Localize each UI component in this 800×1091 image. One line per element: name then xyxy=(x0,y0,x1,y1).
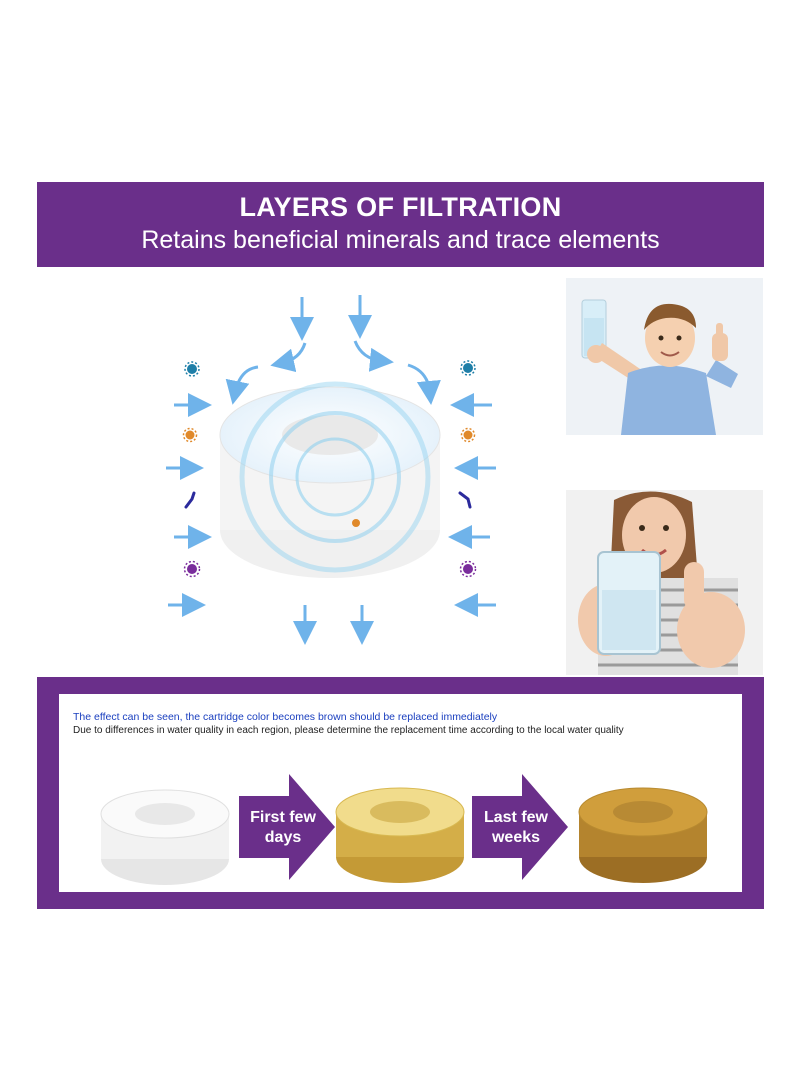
germ-icon xyxy=(459,560,477,578)
particle-icon xyxy=(458,491,472,509)
bacteria-icon xyxy=(460,427,476,443)
stage-arrow-last-few-weeks: Last few weeks xyxy=(472,774,576,880)
filtration-diagram-graphic xyxy=(166,295,496,645)
boy-holding-water-photo xyxy=(566,278,763,435)
filtration-diagram xyxy=(150,285,510,655)
water-quality-notice: Due to differences in water quality in e… xyxy=(73,725,624,736)
banner-subtitle: Retains beneficial minerals and trace el… xyxy=(141,226,660,254)
stage-label-last-few-weeks: Last few weeks xyxy=(483,809,548,846)
new-cartridge-image xyxy=(99,789,231,889)
bacteria-icon xyxy=(182,427,198,443)
germ-icon xyxy=(183,560,201,578)
water-flow-arrow-icon xyxy=(166,393,212,617)
used-cartridge-image xyxy=(334,787,466,887)
germ-icon xyxy=(460,360,476,376)
replacement-notice: The effect can be seen, the cartridge co… xyxy=(73,711,498,723)
water-flow-arrow-icon xyxy=(225,295,441,405)
stage-label-first-few-days: First few days xyxy=(250,809,316,846)
banner-title: LAYERS OF FILTRATION xyxy=(239,192,562,222)
replacement-guide-content: The effect can be seen, the cartridge co… xyxy=(59,694,742,892)
water-flow-arrow-icon xyxy=(293,605,374,645)
stage-arrow-first-few-days: First few days xyxy=(239,774,343,880)
particle-icon xyxy=(184,491,196,509)
filter-cartridge-illustration xyxy=(219,381,441,578)
germ-icon xyxy=(184,361,200,377)
replacement-guide-panel: The effect can be seen, the cartridge co… xyxy=(37,677,764,909)
water-flow-arrow-icon xyxy=(448,393,496,617)
old-cartridge-image xyxy=(577,787,709,887)
woman-holding-water-photo xyxy=(566,490,763,675)
header-banner: LAYERS OF FILTRATION Retains beneficial … xyxy=(37,182,764,267)
